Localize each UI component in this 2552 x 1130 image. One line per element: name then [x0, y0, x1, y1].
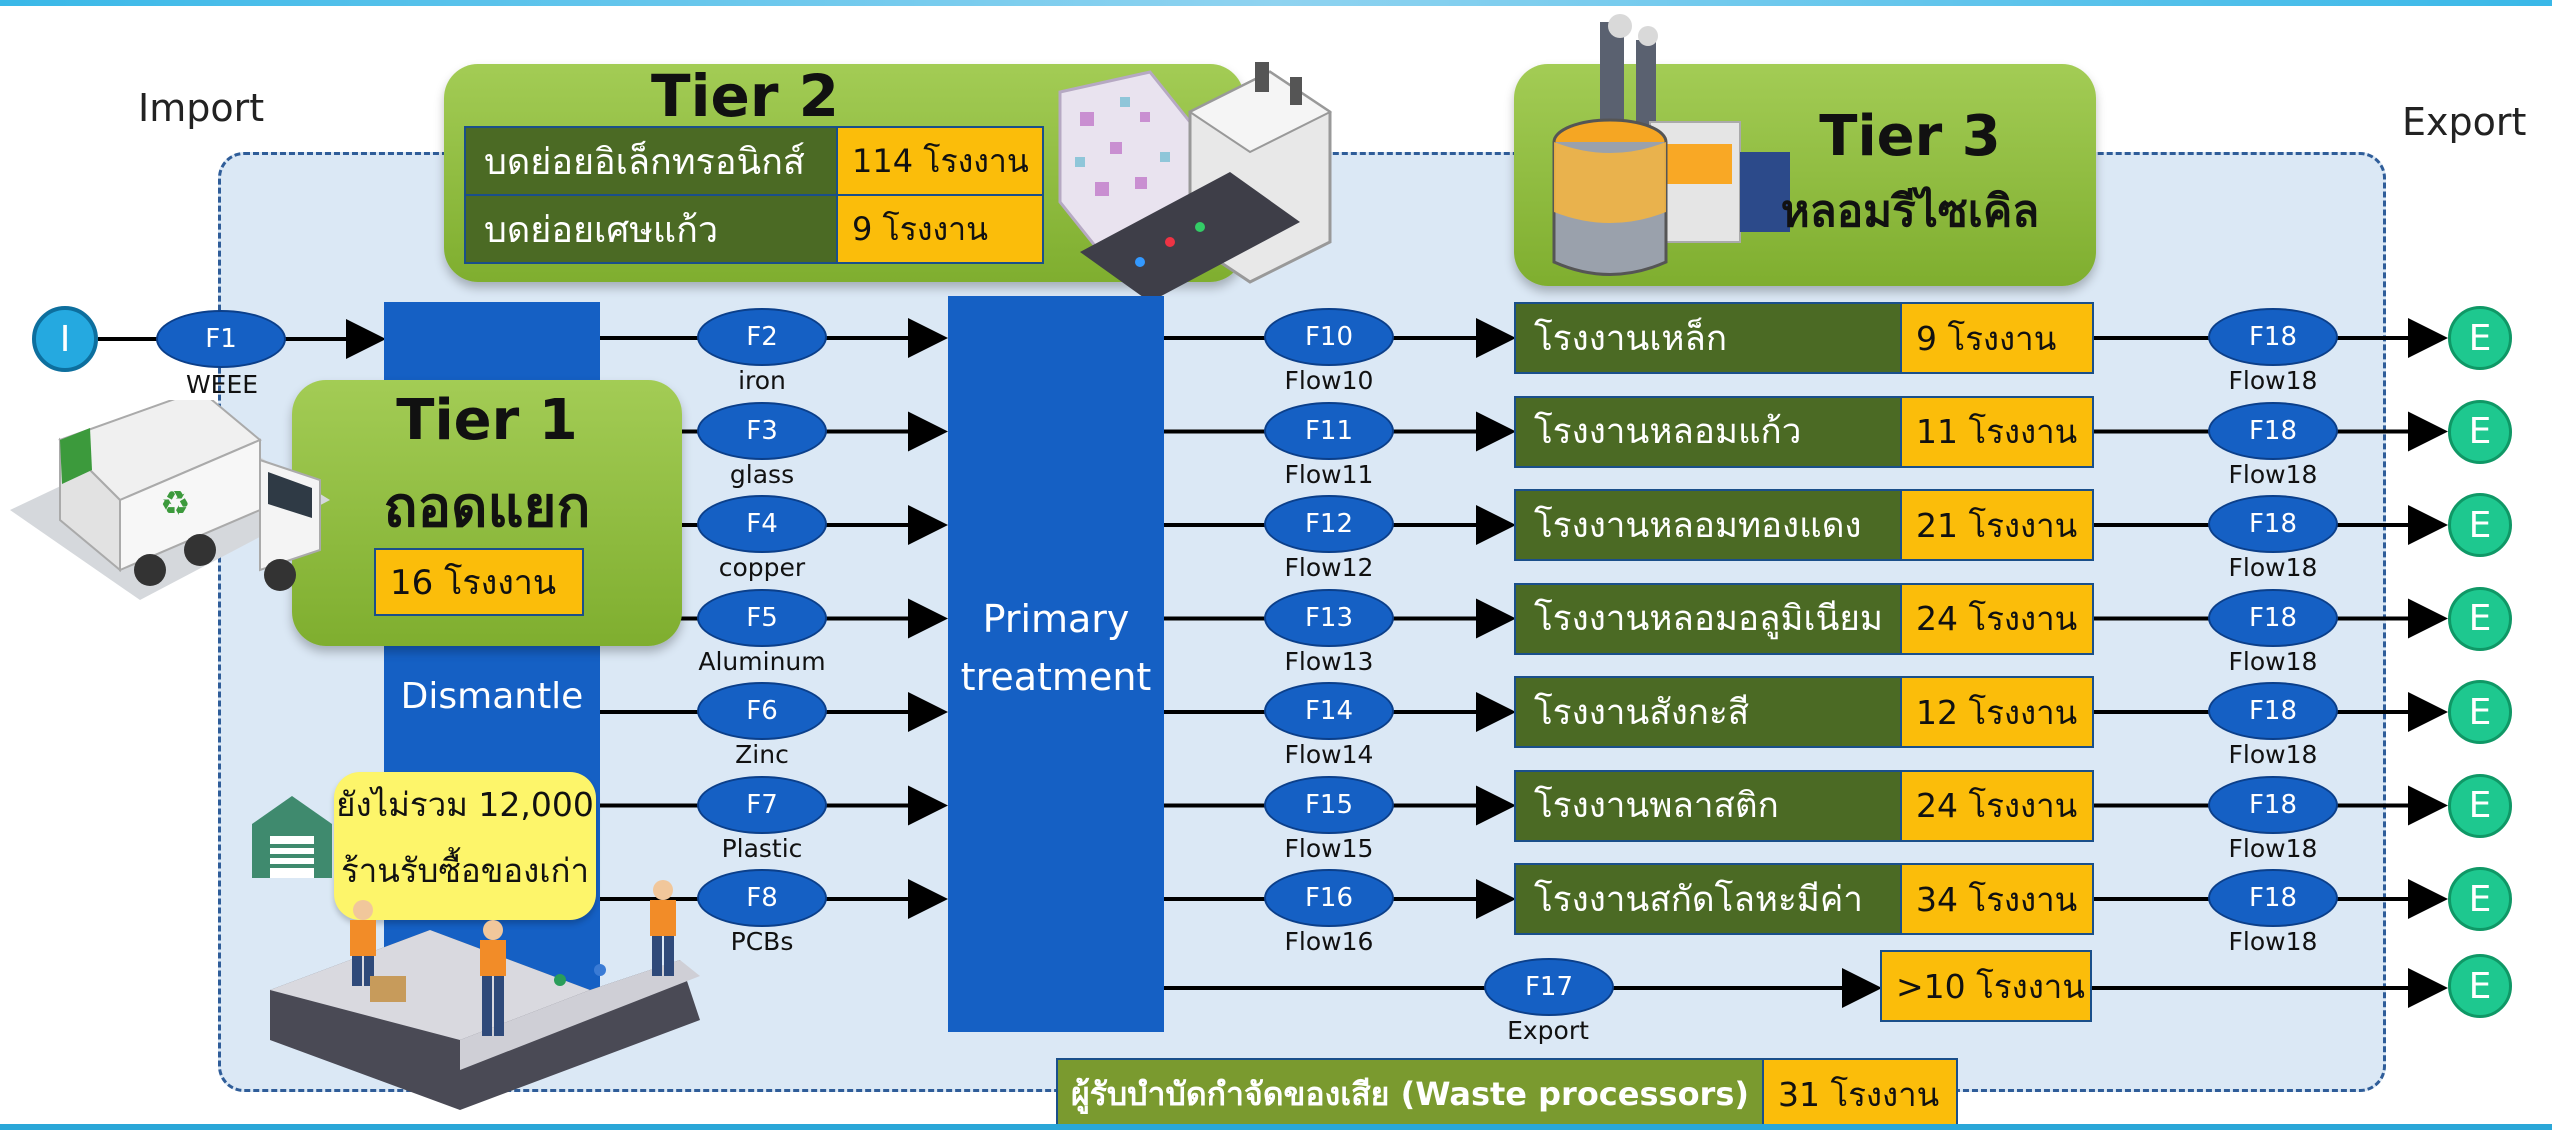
flow-f17-node: F17 — [1484, 958, 1614, 1016]
export-node: E — [2448, 773, 2512, 838]
flow-f10-node: F10 — [1264, 308, 1394, 366]
shop-note-line2: ร้านรับซื้อของเก่า — [341, 851, 589, 890]
bottom-accent-line — [0, 1124, 2552, 1130]
flow-f8-node: F8 — [697, 869, 827, 927]
flow-f18-node: F18 — [2208, 401, 2338, 460]
waste-processors-label: ผู้รับบำบัดกำจัดของเสีย (Waste processor… — [1056, 1058, 1764, 1130]
top-accent-line — [0, 0, 2552, 6]
shop-note-box: ยังไม่รวม 12,000 ร้านรับซื้อของเก่า — [334, 772, 596, 920]
flow-f7-node: F7 — [697, 775, 827, 834]
flow-f18-label: Flow18 — [2228, 927, 2318, 956]
export-node-f17: E — [2448, 954, 2512, 1018]
flow-f13-label: Flow13 — [1284, 646, 1374, 676]
shop-note-line1: ยังไม่รวม 12,000 — [336, 785, 594, 824]
tier3-subtitle: หลอมรีไซเคิล — [1780, 186, 2040, 237]
tier1-count: 16 โรงงาน — [374, 548, 584, 616]
waste-processors-count: 31 โรงงาน — [1762, 1058, 1958, 1130]
flow-f5-label: Aluminum — [698, 646, 826, 676]
flow-f18-label: Flow18 — [2228, 646, 2318, 676]
plant-count: 12 โรงงาน — [1900, 676, 2094, 748]
tier2-row-glass-name: บดย่อยเศษแก้ว — [464, 194, 838, 264]
flow-f13-node: F13 — [1264, 588, 1394, 647]
flow-f18-node: F18 — [2208, 869, 2338, 927]
flow-f12-node: F12 — [1264, 495, 1394, 553]
plant-name: โรงงานสังกะสี — [1514, 676, 1902, 748]
export-node: E — [2448, 493, 2512, 557]
plant-name: โรงงานหลอมทองแดง — [1514, 489, 1902, 561]
primary-treatment-label: Primary treatment — [960, 597, 1152, 699]
flow-f14-node: F14 — [1264, 682, 1394, 740]
plant-name: โรงงานเหล็ก — [1514, 302, 1902, 374]
plant-name: โรงงานพลาสติก — [1514, 769, 1902, 842]
flow-f18-label: Flow18 — [2228, 740, 2318, 769]
export-node: E — [2448, 867, 2512, 931]
flow-f18-node: F18 — [2208, 775, 2338, 834]
garbage-truck-illustration: ♻ — [10, 400, 330, 600]
flow-f15-label: Flow15 — [1284, 833, 1374, 863]
import-label: Import — [138, 86, 265, 130]
flow-f3-node: F3 — [697, 401, 827, 460]
plant-name: โรงงานหลอมอลูมิเนียม — [1514, 582, 1902, 655]
export-node: E — [2448, 306, 2512, 370]
flow-f14-label: Flow14 — [1284, 740, 1374, 769]
smelter-factory-illustration — [1552, 14, 1790, 276]
flow-f18-node: F18 — [2208, 588, 2338, 647]
flow-f2-node: F2 — [697, 308, 827, 366]
dismantle-label: Dismantle — [400, 676, 584, 717]
export-node: E — [2448, 399, 2512, 464]
flow-f8-label: PCBs — [730, 927, 794, 956]
svg-text:♻: ♻ — [160, 484, 190, 524]
sorting-workers-illustration — [270, 880, 700, 1110]
flow-f18-node: F18 — [2208, 682, 2338, 740]
flow-f18-node: F18 — [2208, 308, 2338, 366]
flow-f10-label: Flow10 — [1284, 366, 1374, 395]
flow-f16-label: Flow16 — [1284, 927, 1374, 956]
tier1-title: Tier 1 — [396, 388, 578, 453]
import-node: I — [32, 306, 98, 372]
flow-f12-label: Flow12 — [1284, 553, 1374, 582]
flow-f5-node: F5 — [697, 588, 827, 647]
plant-count: 24 โรงงาน — [1900, 582, 2094, 655]
plant-count: 24 โรงงาน — [1900, 769, 2094, 842]
flow-f18-label: Flow18 — [2228, 833, 2318, 863]
plant-count: 34 โรงงาน — [1900, 863, 2094, 935]
flow-f18-label: Flow18 — [2228, 459, 2318, 489]
warehouse-icon — [252, 796, 332, 878]
export-node: E — [2448, 586, 2512, 651]
flow-f2-label: iron — [738, 366, 786, 395]
export-node: E — [2448, 680, 2512, 744]
flow-f6-label: Zinc — [735, 740, 789, 769]
flow-f16-node: F16 — [1264, 869, 1394, 927]
tier2-title: Tier 2 — [651, 62, 839, 130]
flow-f17-label: Export — [1507, 1016, 1589, 1045]
plant-count: 9 โรงงาน — [1900, 302, 2094, 374]
flow-f18-label: Flow18 — [2228, 553, 2318, 582]
plant-count: 21 โรงงาน — [1900, 489, 2094, 561]
flow-f6-node: F6 — [697, 682, 827, 740]
flow-f15-node: F15 — [1264, 775, 1394, 834]
flow-f4-label: copper — [718, 553, 806, 582]
shredder-machine-illustration — [1058, 62, 1332, 302]
export-label: Export — [2402, 100, 2527, 144]
flow-f1-node: F1 — [156, 310, 286, 368]
flow-f11-label: Flow11 — [1284, 459, 1374, 489]
f17-export-count: >10 โรงงาน — [1880, 950, 2092, 1022]
plant-name: โรงงานหลอมแก้ว — [1514, 395, 1902, 468]
primary-treatment-column — [948, 296, 1164, 1032]
tier1-subtitle: ถอดแยก — [383, 475, 591, 540]
flow-f3-label: glass — [729, 459, 795, 489]
flow-f18-node: F18 — [2208, 495, 2338, 553]
flow-f11-node: F11 — [1264, 401, 1394, 460]
flow-f18-label: Flow18 — [2228, 366, 2318, 395]
flow-f4-node: F4 — [697, 495, 827, 553]
flow-f7-label: Plastic — [721, 833, 803, 863]
flow-f1-label: WEEE — [185, 370, 259, 399]
tier2-row-electronics-count: 114 โรงงาน — [836, 126, 1044, 196]
plant-name: โรงงานสกัดโลหะมีค่า — [1514, 863, 1902, 935]
tier2-row-electronics-name: บดย่อยอิเล็กทรอนิกส์ — [464, 126, 838, 196]
tier2-row-glass-count: 9 โรงงาน — [836, 194, 1044, 264]
plant-count: 11 โรงงาน — [1900, 395, 2094, 468]
tier3-title: Tier 3 — [1819, 104, 2001, 169]
